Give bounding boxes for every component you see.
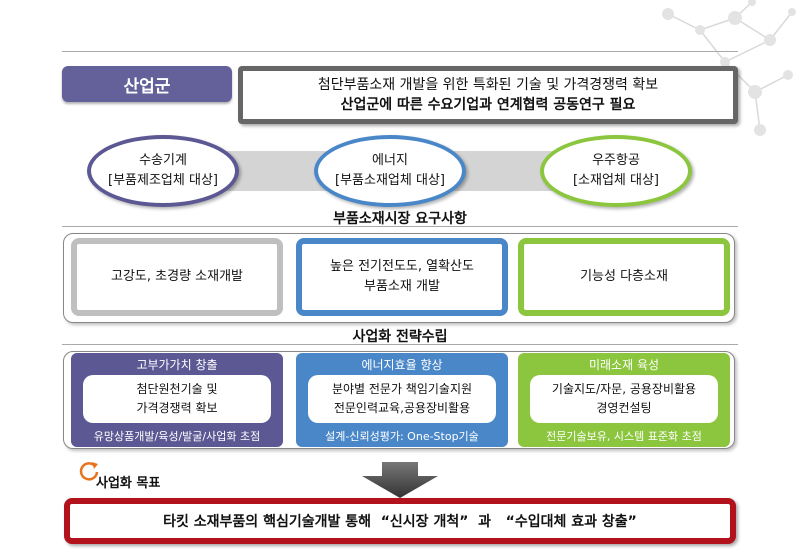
cluster-label-text: 산업군 [123,76,171,97]
strategy-divider [62,344,738,345]
industry-target: [부품제조업체 대상] [108,173,218,188]
strategy-body: 기술지도/자문, 공용장비활용 경영컨설팅 [530,375,718,423]
goal-box: 타킷 소재부품의 핵심기술개발 통해 “신시장 개척” 과 “수입대체 효과 창… [64,498,736,544]
strategy-foot: 설계-신뢰성평가: One-Stop기술 [325,430,479,443]
strategy-line: 분야별 전문가 책임기술지원 [331,382,473,396]
requirement-line: 고강도, 초경량 소재개발 [111,269,243,284]
industry-target: [소재업체 대상] [572,173,660,188]
requirement-line: 부품소재 개발 [364,279,440,294]
cluster-requirement-line1: 첨단부품소재 개발을 위한 특화된 기술 및 가격경쟁력 확보 [317,77,659,93]
cluster-requirement-box: 첨단부품소재 개발을 위한 특화된 기술 및 가격경쟁력 확보 산업군에 따른 … [238,66,738,124]
industry-target: [부품소재업체 대상] [335,173,445,188]
requirement-box-multilayer: 기능성 다층소재 [518,238,730,316]
industry-name: 우주항공 [592,153,640,168]
strategy-foot: 전문기술보유, 시스템 표준화 초점 [546,430,702,443]
industry-name: 수송기계 [139,153,187,168]
requirement-box-conductivity: 높은 전기전도도, 열확산도 부품소재 개발 [296,238,508,316]
requirement-line: 기능성 다층소재 [580,269,668,284]
strategy-head: 고부가가치 창출 [136,357,218,372]
refresh-icon [79,462,99,481]
requirements-title: 부품소재시장 요구사항 [333,211,467,227]
strategy-line: 첨단원천기술 및 [136,382,218,396]
strategy-head: 미래소재 육성 [588,357,660,372]
down-arrow-icon [362,462,438,498]
strategy-card-value: 고부가가치 창출 첨단원천기술 및 가격경쟁력 확보 유망상품개발/육성/발굴/… [71,353,283,447]
strategy-card-efficiency: 에너지효율 향상 분야별 전문가 책임기술지원 전문인력교육,공용장비활용 설계… [296,353,508,447]
goal-label: 사업화 목표 [96,476,161,491]
goal-text: 타킷 소재부품의 핵심기술개발 통해 “신시장 개척” 과 “수입대체 효과 창… [163,514,637,530]
strategy-head: 에너지효율 향상 [361,357,443,372]
top-divider [62,51,738,52]
strategy-line: 전문인력교육,공용장비활용 [333,401,471,415]
industry-ellipse-aerospace: 우주항공 [소재업체 대상] [540,135,692,207]
strategy-line: 가격경쟁력 확보 [136,401,218,415]
industry-ellipse-energy: 에너지 [부품소재업체 대상] [314,135,466,207]
requirement-line: 높은 전기전도도, 열확산도 [330,259,474,274]
strategy-line: 기술지도/자문, 공용장비활용 [551,382,697,396]
cluster-requirement-line2: 산업군에 따른 수요기업과 연계협력 공동연구 필요 [340,97,636,113]
requirements-divider [62,226,738,227]
industry-ellipse-transport: 수송기계 [부품제조업체 대상] [87,135,239,207]
strategy-foot: 유망상품개발/육성/발굴/사업화 초점 [93,430,261,443]
strategy-body: 분야별 전문가 책임기술지원 전문인력교육,공용장비활용 [308,375,496,423]
strategy-line: 경영컨설팅 [596,401,652,415]
cluster-label: 산업군 [62,66,232,102]
strategy-body: 첨단원천기술 및 가격경쟁력 확보 [83,375,271,423]
strategy-card-future: 미래소재 육성 기술지도/자문, 공용장비활용 경영컨설팅 전문기술보유, 시스… [518,353,730,447]
strategy-title: 사업화 전략수립 [352,329,448,345]
requirement-box-lightweight: 고강도, 초경량 소재개발 [71,238,283,316]
industry-name: 에너지 [372,153,408,168]
